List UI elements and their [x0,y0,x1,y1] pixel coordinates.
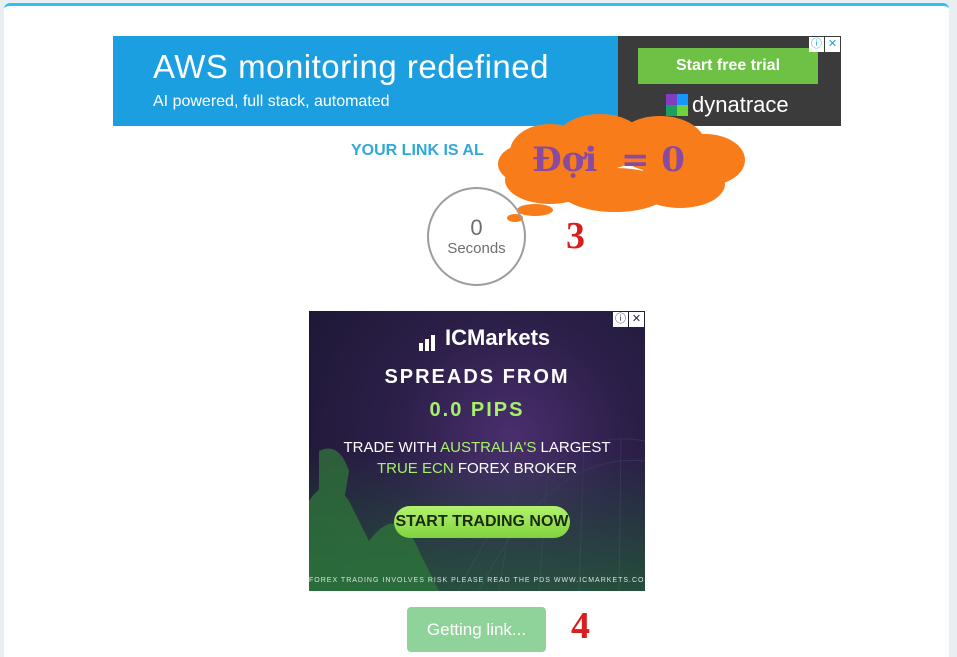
ad-choices[interactable]: ⓘ ✕ [613,312,644,327]
ad-disclaimer: FOREX TRADING INVOLVES RISK PLEASE READ … [309,577,645,584]
icmarkets-logo: ICMarkets [419,325,550,351]
step-number-3: 3 [566,215,585,257]
ad-close-icon[interactable]: ✕ [825,37,840,52]
ad-close-icon[interactable]: ✕ [629,312,644,327]
dynatrace-logo-icon [666,94,688,116]
top-banner-ad[interactable]: AWS monitoring redefined AI powered, ful… [113,36,841,126]
ad-subline: AI powered, full stack, automated [153,93,390,110]
logo-suffix: Markets [467,325,551,350]
square-banner-ad[interactable]: ICMarkets SPREADS FROM 0.0 PIPS TRADE WI… [309,311,645,591]
logo-prefix: IC [445,325,467,350]
ad-right-panel: Start free trial dynatrace [618,36,841,126]
timer-value: 0 [470,214,483,240]
countdown-timer: 0 Seconds [427,187,526,286]
ad-value: 0.0 PIPS [429,399,525,421]
start-free-trial-button[interactable]: Start free trial [638,48,818,84]
getting-link-button[interactable]: Getting link... [407,607,546,652]
thought-bubble-annotation [498,114,745,222]
step-number-4: 4 [571,605,590,647]
timer-unit: Seconds [447,239,506,257]
ad-line-1: TRADE WITH AUSTRALIA'S LARGEST [343,439,611,456]
ad-line-2: TRUE ECN FOREX BROKER [376,460,578,477]
ad-left-panel: AWS monitoring redefined AI powered, ful… [113,36,618,126]
dynatrace-brand: dynatrace [666,92,789,118]
link-status-text: YOUR LINK IS AL [351,142,484,159]
brand-name: dynatrace [692,92,789,117]
ad-headline: SPREADS FROM [384,366,570,388]
ad-info-icon[interactable]: ⓘ [809,37,824,52]
ad-choices[interactable]: ⓘ ✕ [809,37,840,52]
ad-info-icon[interactable]: ⓘ [613,312,628,327]
ad-headline: AWS monitoring redefined [153,48,549,85]
bars-icon [419,335,435,351]
start-trading-button[interactable]: START TRADING NOW [394,506,570,538]
bubble-text: Đợi = 0 [532,140,685,180]
